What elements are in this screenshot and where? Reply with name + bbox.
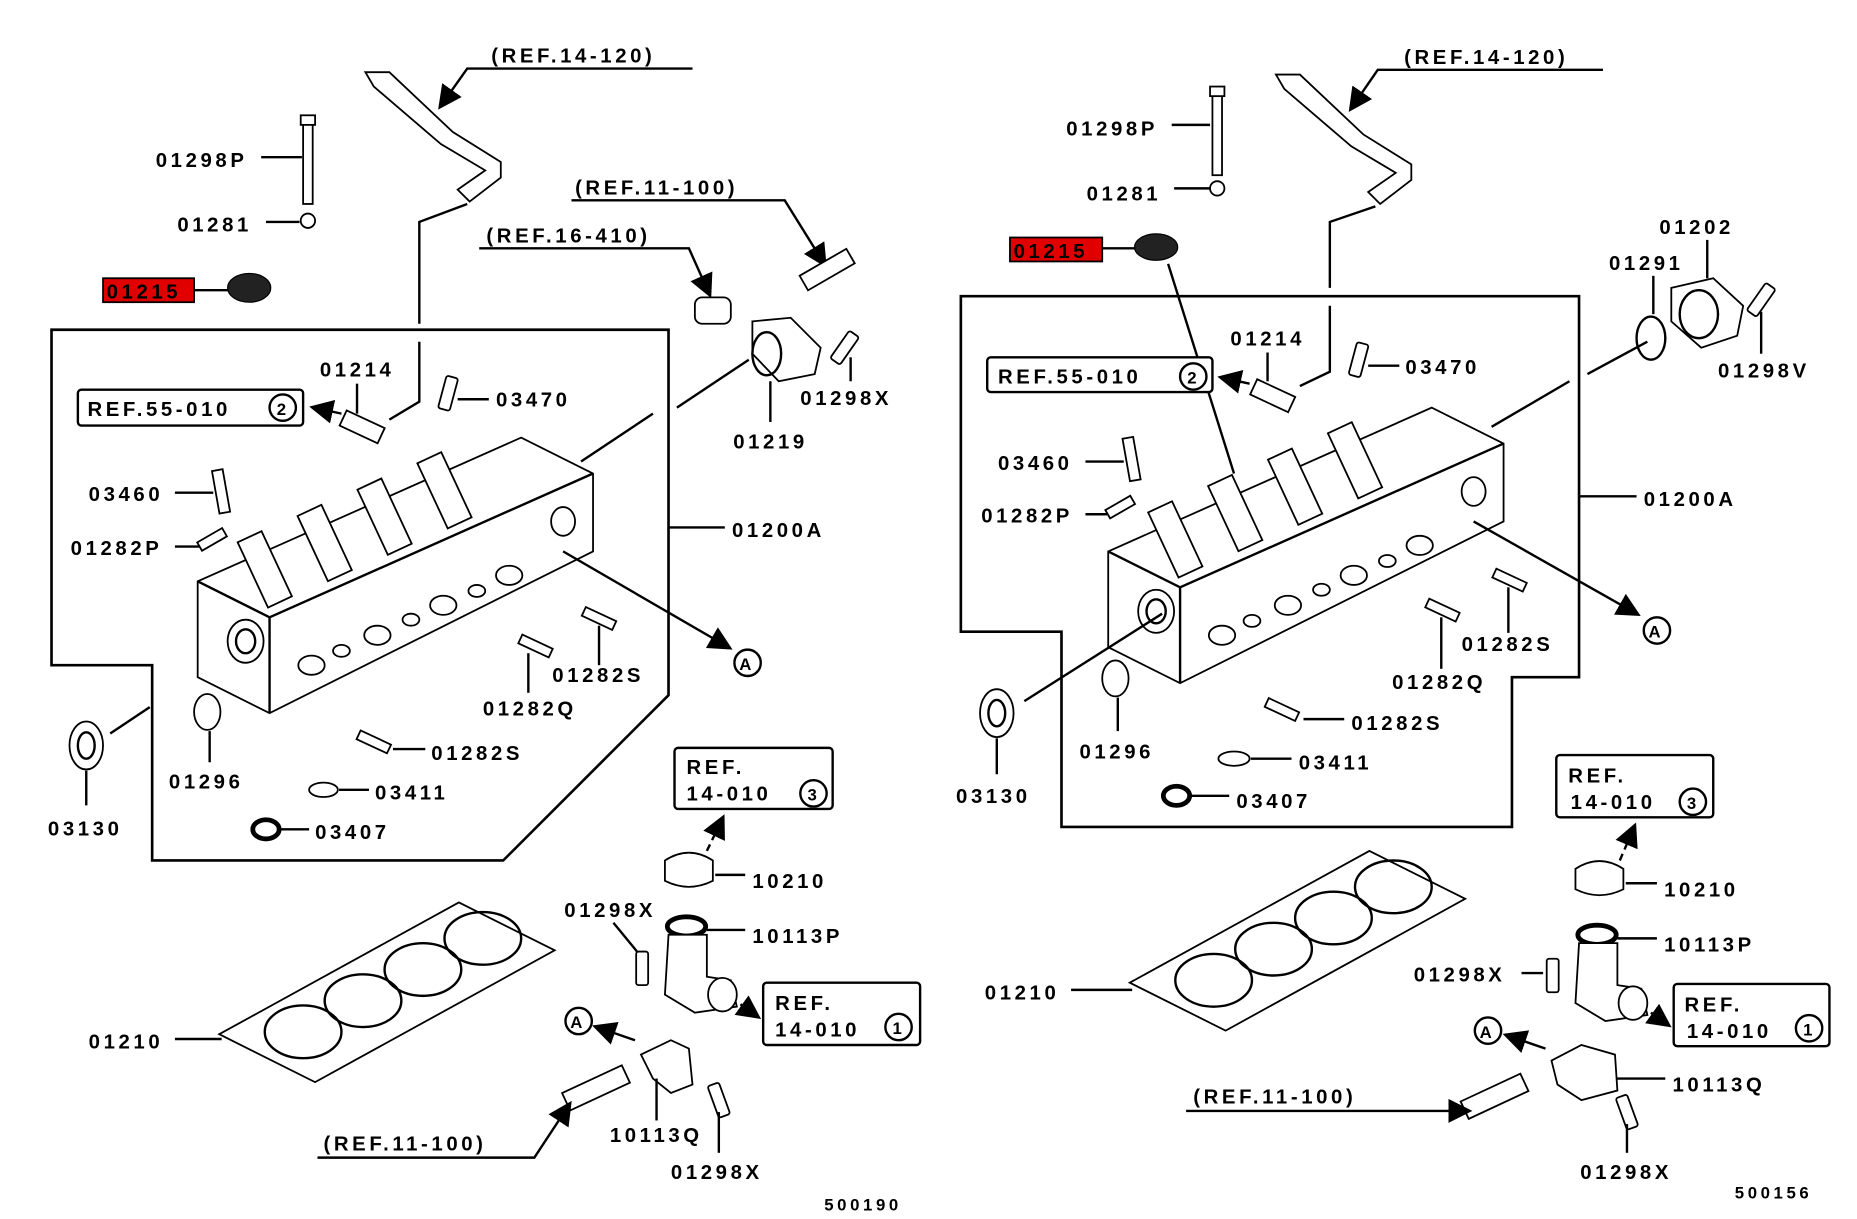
diagram-id: 500190	[824, 1195, 902, 1214]
part-01210-right[interactable]: 01210	[985, 982, 1060, 1004]
ref-11-100-label-right[interactable]: (REF.11-100)	[1193, 1087, 1356, 1109]
ref-55-010-number-right: 2	[1187, 369, 1200, 388]
ref-14-010-3-label-b-right: 14-010	[1571, 792, 1656, 814]
part-03470-right[interactable]: 03470	[1405, 357, 1480, 379]
part-03407[interactable]: 03407	[315, 822, 390, 844]
circle-a-marker-bottom: A	[570, 1013, 586, 1032]
ref-14-010-1-number-right: 1	[1803, 1020, 1816, 1039]
part-03407-right[interactable]: 03407	[1236, 791, 1311, 813]
circle-a-marker-bottom-right: A	[1480, 1023, 1496, 1042]
part-03411-right[interactable]: 03411	[1299, 752, 1372, 774]
ref-14-120-label[interactable]: (REF.14-120)	[491, 46, 655, 68]
part-03460[interactable]: 03460	[89, 484, 164, 506]
part-01210[interactable]: 01210	[89, 1032, 164, 1054]
ref-14-010-3-label-a: REF.	[686, 757, 744, 779]
part-01298X-top[interactable]: 01298X	[800, 388, 892, 410]
part-10113Q[interactable]: 10113Q	[610, 1125, 703, 1147]
ref-14-120-label-right[interactable]: (REF.14-120)	[1404, 47, 1568, 69]
part-10113Q-right[interactable]: 10113Q	[1672, 1075, 1765, 1097]
ref-14-010-3-box[interactable]	[673, 746, 834, 811]
part-01282P-right[interactable]: 01282P	[981, 506, 1073, 528]
part-01298X-mid-right[interactable]: 01298X	[1414, 964, 1506, 986]
part-01215-highlighted[interactable]: 01215	[107, 282, 182, 304]
cam-plug	[227, 272, 272, 303]
diagram-id-right: 500156	[1735, 1183, 1813, 1202]
ref-14-010-1-box-right[interactable]	[1672, 982, 1831, 1048]
ref-14-010-1-label-b-right: 14-010	[1687, 1021, 1772, 1043]
part-03130[interactable]: 03130	[48, 818, 123, 840]
part-01282P[interactable]: 01282P	[71, 538, 163, 560]
cylinder-head-frame	[50, 328, 670, 862]
part-03460-right[interactable]: 03460	[998, 453, 1073, 475]
ref-14-010-3-label-b: 14-010	[686, 784, 771, 806]
part-01200A[interactable]: 01200A	[732, 520, 825, 542]
part-01214[interactable]: 01214	[320, 359, 395, 381]
left-diagram: (REF.14-120) 01298P 01281 01215 (REF.11-…	[48, 46, 922, 1214]
part-01200A-right[interactable]: 01200A	[1644, 489, 1737, 511]
breather-hose	[363, 71, 502, 203]
part-01291[interactable]: 01291	[1609, 253, 1684, 275]
ref-11-100-bottom-label[interactable]: (REF.11-100)	[323, 1133, 486, 1155]
part-01296-right[interactable]: 01296	[1079, 742, 1154, 764]
head-gasket	[218, 901, 556, 1084]
cam-cap-housing	[1670, 277, 1745, 349]
part-01298X-bottom[interactable]: 01298X	[671, 1162, 763, 1184]
ref-11-100-label[interactable]: (REF.11-100)	[575, 177, 738, 199]
ref-14-010-3-number: 3	[807, 786, 820, 805]
cam-sensor-housing	[751, 316, 822, 383]
ref-14-010-1-label-a: REF.	[775, 993, 833, 1015]
ref-14-010-1-label-a-right: REF.	[1684, 994, 1742, 1016]
ref-16-410-label[interactable]: (REF.16-410)	[486, 225, 650, 247]
part-03411[interactable]: 03411	[375, 782, 448, 804]
cylinder-head	[196, 436, 595, 715]
head-gasket-right	[1128, 849, 1467, 1032]
part-01298X-bottom-right[interactable]: 01298X	[1580, 1162, 1672, 1184]
ref-14-010-1-label-b: 14-010	[775, 1020, 860, 1042]
part-03470[interactable]: 03470	[496, 389, 571, 411]
cylinder-head-frame-right	[959, 294, 1581, 829]
part-01202[interactable]: 01202	[1659, 217, 1734, 239]
cylinder-head-right	[1107, 406, 1505, 685]
ref-14-010-3-number-right: 3	[1687, 794, 1700, 813]
ref-14-010-3-label-a-right: REF.	[1568, 766, 1627, 788]
part-01298V[interactable]: 01298V	[1718, 361, 1810, 383]
ref-55-010-number: 2	[277, 400, 290, 419]
ref-55-010-label-right: REF.55-010	[998, 367, 1141, 389]
ref-55-010-label: REF.55-010	[87, 399, 230, 421]
circle-a-marker-right: A	[1649, 623, 1665, 642]
part-10113P-right[interactable]: 10113P	[1664, 935, 1755, 957]
part-01282S-2-right[interactable]: 01282S	[1351, 713, 1443, 735]
ref-14-010-3-box-right[interactable]	[1555, 753, 1715, 819]
ref-55-010-box-right[interactable]	[986, 356, 1214, 394]
part-01214-right[interactable]: 01214	[1230, 328, 1305, 350]
part-01298P[interactable]: 01298P	[156, 150, 248, 172]
part-10210[interactable]: 10210	[752, 871, 827, 893]
water-inlet-fitting	[639, 1039, 694, 1094]
part-10113P[interactable]: 10113P	[752, 926, 843, 948]
part-01282Q[interactable]: 01282Q	[483, 699, 577, 721]
circle-a-marker: A	[739, 655, 755, 674]
part-01281-right[interactable]: 01281	[1087, 183, 1162, 205]
part-01282S-1[interactable]: 01282S	[552, 665, 644, 687]
part-10210-right[interactable]: 10210	[1664, 879, 1739, 901]
part-01215-highlighted-right[interactable]: 01215	[1014, 241, 1089, 263]
ref-14-010-1-box[interactable]	[761, 981, 922, 1047]
water-outlet-cap	[664, 851, 714, 888]
part-01282Q-right[interactable]: 01282Q	[1392, 672, 1486, 694]
part-01296[interactable]: 01296	[169, 772, 244, 794]
part-03130-right[interactable]: 03130	[956, 786, 1031, 808]
breather-hose-right	[1274, 73, 1413, 206]
part-01298P-right[interactable]: 01298P	[1066, 119, 1158, 141]
ref-55-010-box[interactable]	[76, 388, 305, 427]
ref-14-010-1-number: 1	[893, 1019, 906, 1038]
part-01281[interactable]: 01281	[177, 215, 252, 237]
right-diagram: (REF.14-120) 01298P 01281 01215 REF.55-0…	[956, 47, 1831, 1202]
part-01219[interactable]: 01219	[733, 431, 808, 453]
part-01282S-2[interactable]: 01282S	[431, 743, 523, 765]
part-01298X-mid[interactable]: 01298X	[564, 900, 656, 922]
part-01282S-1-right[interactable]: 01282S	[1462, 634, 1554, 656]
